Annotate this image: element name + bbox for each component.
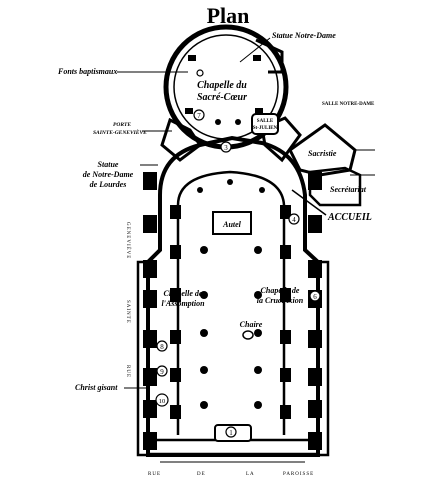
salle-st-julien-label-1: SALLE (257, 119, 274, 124)
label-fonts-baptismaux: Fonts baptismaux (57, 67, 117, 76)
label-crucifixion-2: la Crucifixion (257, 296, 304, 305)
marker-9: 9 (160, 368, 164, 376)
plan-title: Plan (207, 3, 250, 28)
facade-wall (146, 438, 320, 456)
label-assomption-2: l'Assomption (161, 299, 205, 308)
label-porte-2: SAINTE-GENEVIÈVE (93, 128, 147, 136)
label-statue-notre-dame: Statue Notre-Dame (272, 31, 336, 40)
pillars-right-inner (280, 205, 291, 419)
street-bottom-2: DE (197, 472, 206, 477)
street-bottom-1: RUE (148, 472, 161, 477)
street-left-3: GENEVIÈVE (125, 222, 131, 259)
baptismal-font (196, 69, 204, 77)
label-sacristie: Sacristie (308, 149, 337, 158)
street-bottom-3: LA (246, 472, 255, 477)
transept-left (160, 117, 203, 162)
marker-8: 8 (160, 343, 164, 351)
marker-4: 4 (292, 216, 296, 224)
label-crucifixion-1: Chapelle de (261, 286, 300, 295)
salle-st-julien (251, 113, 279, 135)
label-chaire: Chaire (240, 320, 263, 329)
altar-label: Autel (222, 220, 242, 229)
street-bottom: RUE DE LA PAROISSE (148, 472, 314, 477)
marker-10: 10 (159, 398, 166, 405)
street-left-2: SAINTE (125, 300, 130, 324)
altar (212, 211, 252, 235)
street-bottom-4: PAROISSE (283, 472, 314, 477)
nave-columns (197, 179, 265, 409)
label-accueil: ACCUEIL (327, 212, 372, 223)
chapel-sacred-heart-label-2: Sacré-Cœur (197, 92, 247, 103)
label-christ-gisant: Christ gisant (75, 383, 118, 392)
right-aisle-chapels (318, 260, 330, 457)
leader-statue-notre-dame (239, 37, 271, 63)
label-salle-notre-dame: SALLE NOTRE-DAME (322, 102, 375, 107)
salle-st-julien-label-2: St-JULIEN (253, 126, 278, 131)
pillars-left-outer (143, 172, 157, 450)
marker-1: 1 (229, 429, 233, 437)
chapel-sacred-heart-label-1: Chapelle du (197, 80, 247, 91)
label-lourdes-2: de Notre-Dame (83, 170, 134, 179)
outer-wall (146, 135, 320, 457)
label-lourdes-3: de Lourdes (90, 180, 127, 189)
marker-6: 6 (313, 293, 317, 301)
label-secretariat: Secrétariat (330, 185, 367, 194)
number-markers: 7 3 4 6 8 9 10 1 (155, 109, 321, 438)
inner-nave-wall (176, 170, 286, 435)
street-left: RUE SAINTE GENEVIÈVE (125, 222, 131, 378)
label-lourdes-1: Statue (98, 160, 119, 169)
pillars-left-inner (170, 205, 181, 419)
left-aisle-chapels (136, 260, 148, 457)
leader-accueil (291, 189, 327, 216)
marker-3: 3 (224, 144, 228, 152)
marker-7: 7 (197, 112, 201, 120)
pulpit (242, 330, 254, 340)
street-left-1: RUE (125, 365, 130, 378)
label-assomption-1: Chapelle de (164, 289, 203, 298)
sacristy-wing (288, 123, 375, 207)
label-porte-1: PORTE (113, 122, 131, 128)
